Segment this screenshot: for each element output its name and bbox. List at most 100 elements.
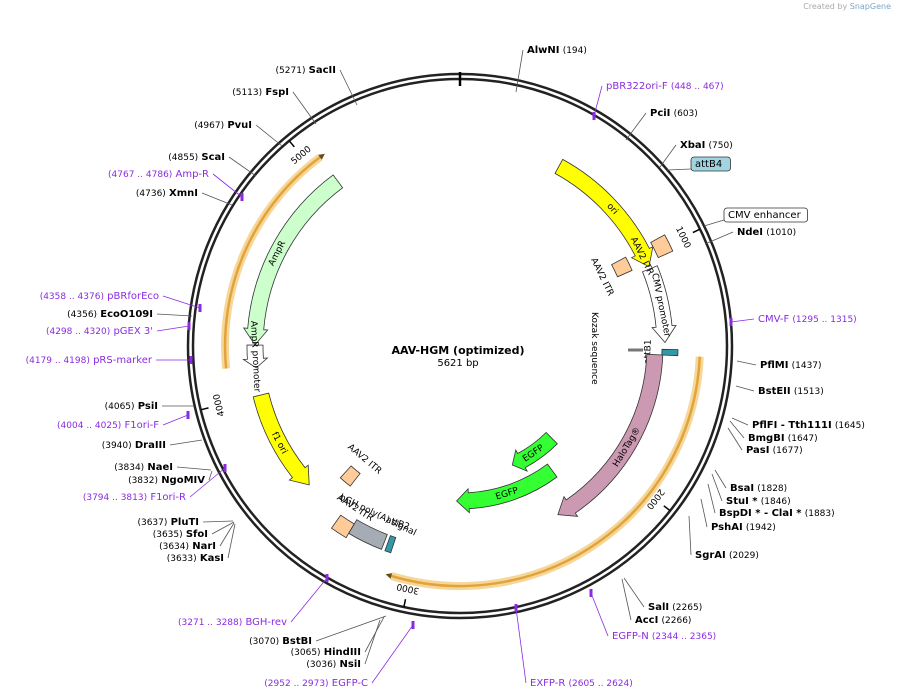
- enzyme-site[interactable]: (5113) FspI: [232, 87, 289, 98]
- enzyme-position: (1846): [761, 497, 791, 507]
- svg-text:(3940) DraIII: (3940) DraIII: [102, 440, 166, 451]
- leader-line: [731, 417, 749, 426]
- feature-cmv-promoter[interactable]: [641, 265, 677, 344]
- primer-name: pRS-marker: [93, 355, 153, 366]
- feature-egfp-1[interactable]: [511, 431, 558, 472]
- leader-line: [688, 515, 692, 556]
- enzyme-name: XmnI: [169, 188, 198, 199]
- enzyme-site[interactable]: PasI (1677): [746, 445, 803, 456]
- enzyme-site[interactable]: AccI (2266): [635, 615, 691, 626]
- enzyme-site[interactable]: (3065) HindIII: [291, 647, 361, 658]
- feature-bgh-poly-a-signal[interactable]: [348, 519, 388, 550]
- label-layer: AlwNI (194) PciI (603) XbaI (750) NdeI (101…: [26, 45, 865, 689]
- svg-text:(3834) NaeI: (3834) NaeI: [114, 462, 173, 473]
- enzyme-site[interactable]: (3637) PluTI: [137, 517, 199, 528]
- primer-position: (4767 .. 4786): [108, 170, 172, 180]
- feature-attb1[interactable]: [661, 348, 679, 357]
- leader-line: [339, 69, 358, 106]
- enzyme-site[interactable]: SalI (2265): [648, 602, 702, 613]
- feature-aav2-itr-d[interactable]: [339, 465, 361, 487]
- enzyme-site[interactable]: (3940) DraIII: [102, 440, 166, 451]
- enzyme-position: (3832): [128, 476, 158, 486]
- primer-name: BGH-rev: [245, 617, 287, 628]
- feature-callout[interactable]: attB4: [690, 156, 731, 172]
- enzyme-site[interactable]: BsaI (1828): [730, 483, 787, 494]
- enzyme-position: (3070): [249, 637, 279, 647]
- feature-aav2-itr-a[interactable]: [650, 234, 674, 259]
- svg-text:AccI (2266): AccI (2266): [635, 615, 691, 626]
- primer-name: EXFP-R: [530, 678, 565, 689]
- enzyme-site[interactable]: (4065) PsiI: [105, 401, 158, 412]
- enzyme-position: (1513): [794, 387, 824, 397]
- enzyme-site[interactable]: (4356) EcoO109I: [67, 309, 153, 320]
- leader-line: [189, 467, 226, 498]
- enzyme-site[interactable]: PciI (603): [650, 108, 698, 119]
- enzyme-site[interactable]: (3635) SfoI: [153, 529, 208, 540]
- enzyme-site[interactable]: AlwNI (194): [527, 45, 587, 56]
- leader-line: [219, 522, 235, 547]
- enzyme-site[interactable]: (3834) NaeI: [114, 462, 173, 473]
- leader-line: [735, 385, 755, 392]
- enzyme-site[interactable]: XbaI (750): [680, 140, 733, 151]
- enzyme-site[interactable]: (3633) KasI: [167, 553, 224, 564]
- svg-text:(3070) BstBI: (3070) BstBI: [249, 636, 312, 647]
- enzyme-name: FspI: [265, 87, 289, 98]
- enzyme-position: (1883): [805, 509, 835, 519]
- svg-text:(2952 .. 2973) EGFP-C: (2952 .. 2973) EGFP-C: [264, 678, 368, 689]
- leader-line: [156, 313, 193, 317]
- enzyme-site[interactable]: (5271) SacII: [276, 65, 336, 76]
- primer-site[interactable]: (4004 .. 4025) F1ori-F: [57, 411, 190, 431]
- callout-box: [723, 207, 808, 223]
- feature-aav2-itr-b[interactable]: [611, 256, 633, 278]
- enzyme-position: (1437): [792, 361, 822, 371]
- leader-line: [625, 112, 647, 141]
- feature-aav2-itr-c[interactable]: [330, 514, 355, 539]
- primer-site[interactable]: (3271 .. 3288) BGH-rev: [178, 574, 329, 628]
- feature-ampr[interactable]: [242, 174, 344, 346]
- orf-arrowhead: [385, 573, 393, 579]
- enzyme-site[interactable]: (4855) ScaI: [168, 152, 225, 163]
- feature-callout[interactable]: CMV enhancer: [723, 207, 808, 223]
- svg-text:PasI (1677): PasI (1677): [746, 445, 803, 456]
- enzyme-site[interactable]: (3832) NgoMIV: [128, 475, 205, 486]
- leader-line: [227, 523, 236, 559]
- enzyme-site[interactable]: BmgBI (1647): [748, 433, 818, 444]
- enzyme-site[interactable]: StuI * (1846): [726, 496, 791, 507]
- enzyme-site[interactable]: BstEII (1513): [758, 386, 824, 397]
- callout-label: CMV enhancer: [728, 210, 802, 221]
- enzyme-site[interactable]: (4736) XmnI: [136, 188, 198, 199]
- enzyme-site[interactable]: (3634) NarI: [159, 541, 216, 552]
- svg-text:(4065) PsiI: (4065) PsiI: [105, 401, 158, 412]
- feature-ori[interactable]: [554, 158, 654, 268]
- svg-text:(4767 .. 4786) Amp-R: (4767 .. 4786) Amp-R: [108, 169, 209, 180]
- enzyme-site[interactable]: (3070) BstBI: [249, 636, 312, 647]
- enzyme-position: (4356): [67, 310, 97, 320]
- enzyme-site[interactable]: (4967) PvuI: [194, 120, 252, 131]
- enzyme-position: (3940): [102, 441, 132, 451]
- svg-text:pBR322ori-F (448 .. 467): pBR322ori-F (448 .. 467): [606, 81, 724, 92]
- callout-label: attB4: [695, 159, 722, 170]
- enzyme-position: (5271): [276, 66, 306, 76]
- tick-label: 1000: [673, 225, 692, 250]
- primer-name: F1ori-F: [125, 420, 160, 431]
- feature-ampr-promoter[interactable]: [242, 344, 269, 369]
- feature-halotag[interactable]: [557, 353, 664, 517]
- primer-site[interactable]: (4179 .. 4198) pRS-marker: [26, 355, 193, 366]
- enzyme-site[interactable]: SgrAI (2029): [695, 550, 759, 561]
- feature-attb2[interactable]: [384, 535, 397, 554]
- feature-egfp-2[interactable]: [456, 463, 558, 514]
- enzyme-site[interactable]: (3036) NsiI: [306, 659, 361, 670]
- enzyme-site[interactable]: BspDI * - ClaI * (1883): [719, 508, 835, 519]
- enzyme-site[interactable]: NdeI (1010): [737, 227, 796, 238]
- leader-line: [315, 615, 387, 642]
- enzyme-site[interactable]: PshAI (1942): [711, 522, 776, 533]
- enzyme-site[interactable]: PflMI (1437): [760, 360, 822, 371]
- enzyme-site[interactable]: PflFI - Tth111I (1645): [752, 420, 865, 431]
- enzyme-name: PciI: [650, 108, 670, 119]
- feature-f1-ori[interactable]: [252, 392, 310, 486]
- primer-site[interactable]: EXFP-R (2605 .. 2624): [514, 604, 633, 689]
- svg-text:(5271) SacII: (5271) SacII: [276, 65, 336, 76]
- callout-box: [690, 156, 731, 172]
- svg-text:(4736) XmnI: (4736) XmnI: [136, 188, 198, 199]
- credit-prefix: Created by: [803, 2, 848, 11]
